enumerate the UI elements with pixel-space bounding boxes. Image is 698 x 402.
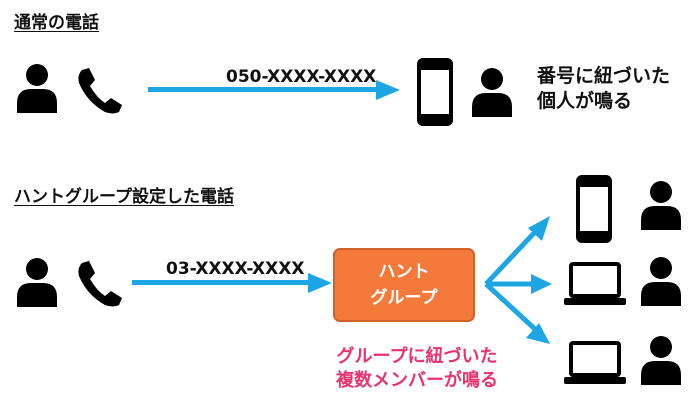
person-icon [641,336,681,385]
phone-number-label: 050-XXXX-XXXX [226,67,377,87]
hunt-group-label-line: グループ [370,288,438,308]
result-line: 個人が鳴る [537,90,633,112]
person-icon [641,257,681,306]
smartphone-icon [576,175,612,243]
group-result-text: グループに紐づいた 複数メンバーが鳴る [336,345,498,393]
hunt-group-box: ハント グループ [333,248,475,322]
person-icon [17,64,57,113]
section1-heading: 通常の電話 [14,13,99,33]
laptop-icon [564,262,626,305]
section2-heading: ハントグループ設定した電話 [14,187,234,207]
phone-number-label: 03-XXXX-XXXX [166,259,305,279]
result-line: 番号に紐づいた [537,65,671,87]
handset-icon [78,261,122,307]
laptop-icon [564,341,626,384]
result-text: 番号に紐づいた 個人が鳴る [537,64,670,114]
person-icon [641,181,681,230]
arrow [132,273,332,293]
smartphone-icon [417,58,453,126]
person-icon [17,258,57,307]
group-result-line: 複数メンバーが鳴る [336,370,498,391]
handset-icon [78,68,122,114]
person-icon [472,68,512,117]
hunt-group-label-line: ハント [378,262,430,282]
arrow [148,80,400,100]
group-result-line: グループに紐づいた [336,346,498,367]
